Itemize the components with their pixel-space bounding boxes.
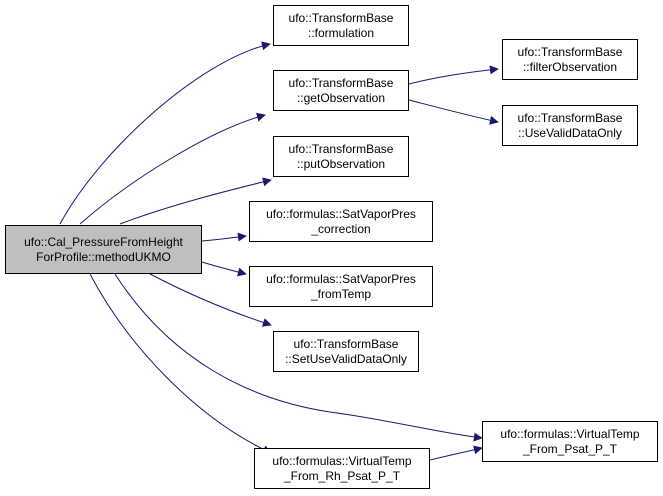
edge-root-to-virtual-temp-from-rh <box>89 273 272 454</box>
node-label-line2: ::SetUseValidDataOnly <box>285 351 407 366</box>
edge-root-to-formulation <box>59 41 271 225</box>
edge-get-observation-to-filter-observation <box>408 65 499 85</box>
node-set-use-valid-data-only[interactable]: ufo::TransformBase ::SetUseValidDataOnly <box>273 331 419 372</box>
node-filter-observation[interactable]: ufo::TransformBase ::filterObservation <box>502 39 638 80</box>
node-label-line1: ufo::Cal_PressureFromHeight <box>24 234 183 249</box>
node-label-line1: ufo::TransformBase <box>517 44 623 59</box>
node-get-observation[interactable]: ufo::TransformBase ::getObservation <box>273 70 409 111</box>
node-label-line2: _From_Psat_P_T <box>522 441 618 456</box>
node-label-line2: ::formulation <box>307 25 375 40</box>
node-label-line2: ForProfile::methodUKMO <box>36 249 171 264</box>
node-virtual-temp-from-rh-psat-p-t[interactable]: ufo::formulas::VirtualTemp _From_Rh_Psat… <box>254 448 430 489</box>
node-label-line2: ::putObservation <box>296 156 386 171</box>
edge-virtual-temp-from-rh-to-virtual-temp-from-psat <box>429 445 483 461</box>
edge-root-to-set-use-valid-data-only <box>149 273 272 327</box>
node-label-line2: ::filterObservation <box>522 59 618 74</box>
node-root-method-ukmo[interactable]: ufo::Cal_PressureFromHeight ForProfile::… <box>5 225 202 274</box>
node-label-line2: _correction <box>311 221 371 236</box>
edge-root-to-sat-vapor-pres-correction <box>201 232 247 242</box>
node-sat-vapor-pres-from-temp[interactable]: ufo::formulas::SatVaporPres _fromTemp <box>249 266 433 307</box>
node-label-line2: _fromTemp <box>310 286 372 301</box>
node-label-line1: ufo::formulas::VirtualTemp <box>272 453 412 468</box>
node-put-observation[interactable]: ufo::TransformBase ::putObservation <box>273 136 409 177</box>
node-label-line1: ufo::TransformBase <box>288 10 394 25</box>
node-label-line1: ufo::TransformBase <box>293 336 399 351</box>
node-label-line1: ufo::formulas::VirtualTemp <box>500 426 640 441</box>
node-label-line1: ufo::formulas::SatVaporPres <box>266 271 416 286</box>
edge-get-observation-to-use-valid-data-only <box>408 99 499 125</box>
edge-root-to-virtual-temp-from-psat <box>114 273 483 442</box>
node-label-line1: ufo::TransformBase <box>517 110 623 125</box>
node-label-line2: ::UseValidDataOnly <box>518 125 622 140</box>
edge-root-to-sat-vapor-pres-from-temp <box>201 261 247 277</box>
node-label-line2: ::getObservation <box>296 90 386 105</box>
node-label-line1: ufo::formulas::SatVaporPres <box>266 206 416 221</box>
node-use-valid-data-only[interactable]: ufo::TransformBase ::UseValidDataOnly <box>502 105 638 146</box>
node-label-line2: _From_Rh_Psat_P_T <box>283 468 401 483</box>
node-virtual-temp-from-psat-p-t[interactable]: ufo::formulas::VirtualTemp _From_Psat_P_… <box>482 421 658 462</box>
node-label-line1: ufo::TransformBase <box>288 141 394 156</box>
edge-root-to-get-observation <box>79 112 266 225</box>
node-formulation[interactable]: ufo::TransformBase ::formulation <box>273 5 409 46</box>
edge-root-to-put-observation <box>119 177 272 225</box>
node-sat-vapor-pres-correction[interactable]: ufo::formulas::SatVaporPres _correction <box>249 201 433 242</box>
node-label-line1: ufo::TransformBase <box>288 75 394 90</box>
